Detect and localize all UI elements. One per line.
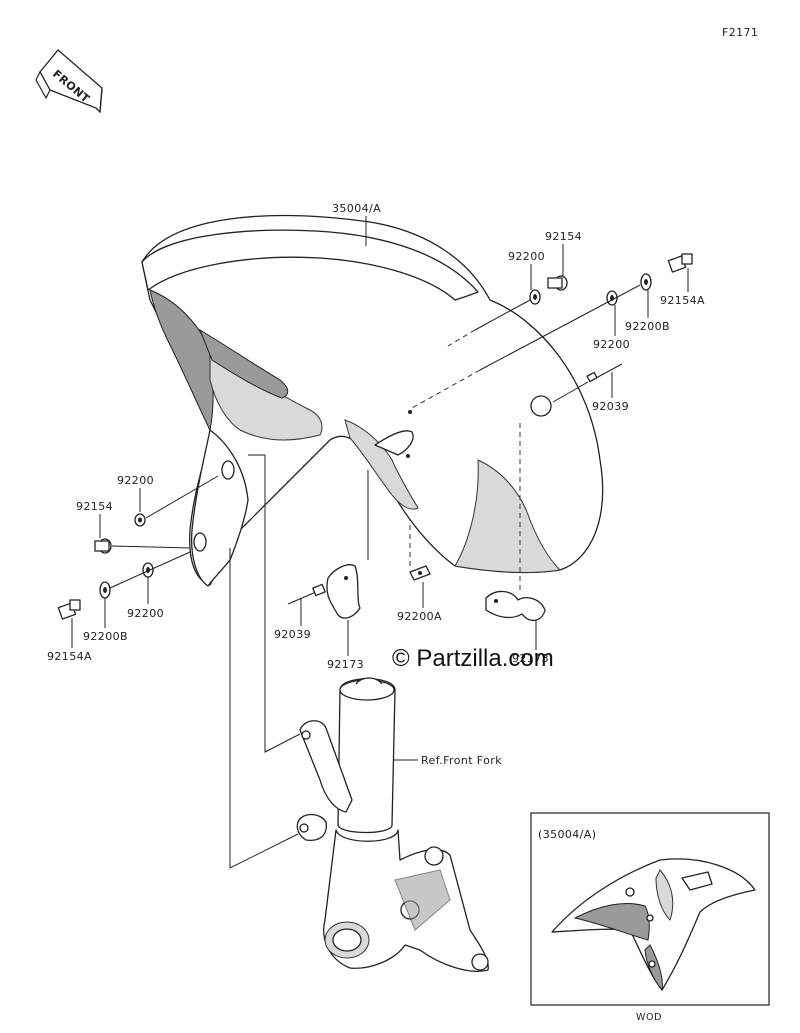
washer-92200-top-icon xyxy=(529,289,541,305)
label-92200-top: 92200 xyxy=(508,250,545,263)
washer-92200-left-top-icon xyxy=(134,513,146,527)
front-direction-icon: FRONT xyxy=(35,49,103,114)
label-35004a: 35004/A xyxy=(332,202,381,215)
label-92200a: 92200A xyxy=(397,610,442,623)
bolt-92154a-left-icon xyxy=(57,599,81,620)
inset-panel: (35004/A) xyxy=(530,812,770,1006)
label-92200-right: 92200 xyxy=(593,338,630,351)
label-92039-right: 92039 xyxy=(592,400,629,413)
clip-92200a-icon xyxy=(409,565,431,581)
washer-92200-left-bottom-icon xyxy=(142,562,154,578)
clamp-92173-icon xyxy=(326,564,361,619)
label-92173: 92173 xyxy=(327,658,364,671)
inset-title: (35004/A) xyxy=(538,828,596,841)
label-92039-center: 92039 xyxy=(274,628,311,641)
bolt-92154-top-icon xyxy=(547,275,568,291)
label-92154a-left: 92154A xyxy=(47,650,92,663)
inset-caption: WOD xyxy=(636,1012,662,1023)
pin-92039-right-icon xyxy=(586,363,623,383)
label-ref-front-fork: Ref.Front Fork xyxy=(421,754,502,767)
washer-92200b-right-icon xyxy=(640,273,652,291)
label-92154-top: 92154 xyxy=(545,230,582,243)
bolt-92154a-right-icon xyxy=(667,253,693,273)
label-92154a-right: 92154A xyxy=(660,294,705,307)
label-92173-right: 92173 xyxy=(512,652,549,665)
label-92154-left: 92154 xyxy=(76,500,113,513)
front-fork xyxy=(296,677,489,972)
bolt-92154-left-icon xyxy=(94,538,112,554)
pin-92039-center-icon xyxy=(287,583,326,605)
label-92200-left-top: 92200 xyxy=(117,474,154,487)
label-92200b-right: 92200B xyxy=(625,320,670,333)
washer-92200b-left-icon xyxy=(99,581,111,599)
watermark: © Partzilla.com xyxy=(392,645,554,672)
clip-92173-right-icon xyxy=(485,590,546,621)
front-fender xyxy=(141,214,604,587)
figure-id: F2171 xyxy=(722,26,758,39)
label-92200b-left: 92200B xyxy=(83,630,128,643)
label-92200-left-bottom: 92200 xyxy=(127,607,164,620)
